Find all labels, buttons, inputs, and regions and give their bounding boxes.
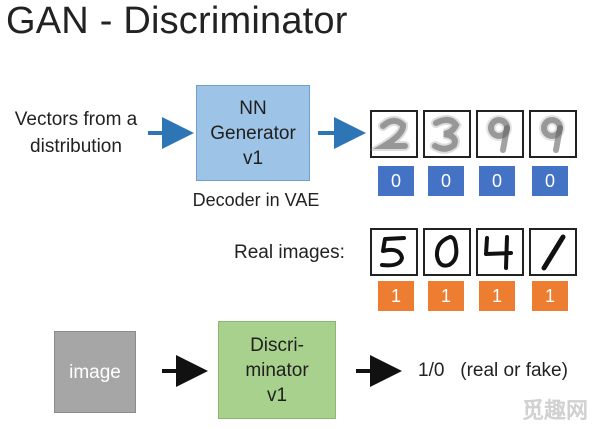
real-digit-image xyxy=(476,228,524,276)
real-digit-image xyxy=(370,228,418,276)
generated-digit-image xyxy=(423,110,471,158)
image-input-box: image xyxy=(54,331,136,413)
fake-label-badge: 0 xyxy=(428,166,464,196)
discriminator-box-line1: Discri- xyxy=(250,334,304,356)
fake-label-badge: 0 xyxy=(378,166,414,196)
real-label-badge: 1 xyxy=(532,281,568,311)
decoder-caption: Decoder in VAE xyxy=(192,190,320,210)
generated-digit-image xyxy=(529,110,577,158)
discriminator-box-line3: v1 xyxy=(266,384,288,406)
generated-images xyxy=(365,110,580,167)
fake-label-badge: 0 xyxy=(532,166,568,196)
fake-label-badge: 0 xyxy=(479,166,515,196)
real-digit-strip xyxy=(370,228,577,276)
generator-box-line2: Generator xyxy=(210,122,296,144)
real-label-badge: 1 xyxy=(479,281,515,311)
generated-digit-strip xyxy=(365,110,577,158)
input-vectors-label: Vectors from a distribution xyxy=(14,109,138,157)
real-images xyxy=(370,228,580,285)
real-digit-image xyxy=(529,228,577,276)
output-label: 1/0 (real or fake) xyxy=(418,360,568,382)
real-digit-image xyxy=(423,228,471,276)
page-title: GAN - Discriminator xyxy=(6,0,348,42)
generated-digit-image xyxy=(365,110,418,158)
generator-box-line1: NN xyxy=(239,97,267,119)
watermark-logo: 觅趣网 xyxy=(521,398,588,423)
generator-box: NN Generator v1 xyxy=(196,85,310,181)
generated-digit-image xyxy=(476,110,524,158)
real-images-label: Real images: xyxy=(234,242,345,263)
real-label-badge: 1 xyxy=(378,281,414,311)
output-label-text: 1/0 (real or fake) xyxy=(418,360,568,381)
real-label-badge: 1 xyxy=(428,281,464,311)
discriminator-box-line2: minator xyxy=(245,359,309,381)
discriminator-box: Discri- minator v1 xyxy=(218,321,336,419)
generator-box-line3: v1 xyxy=(242,147,264,169)
